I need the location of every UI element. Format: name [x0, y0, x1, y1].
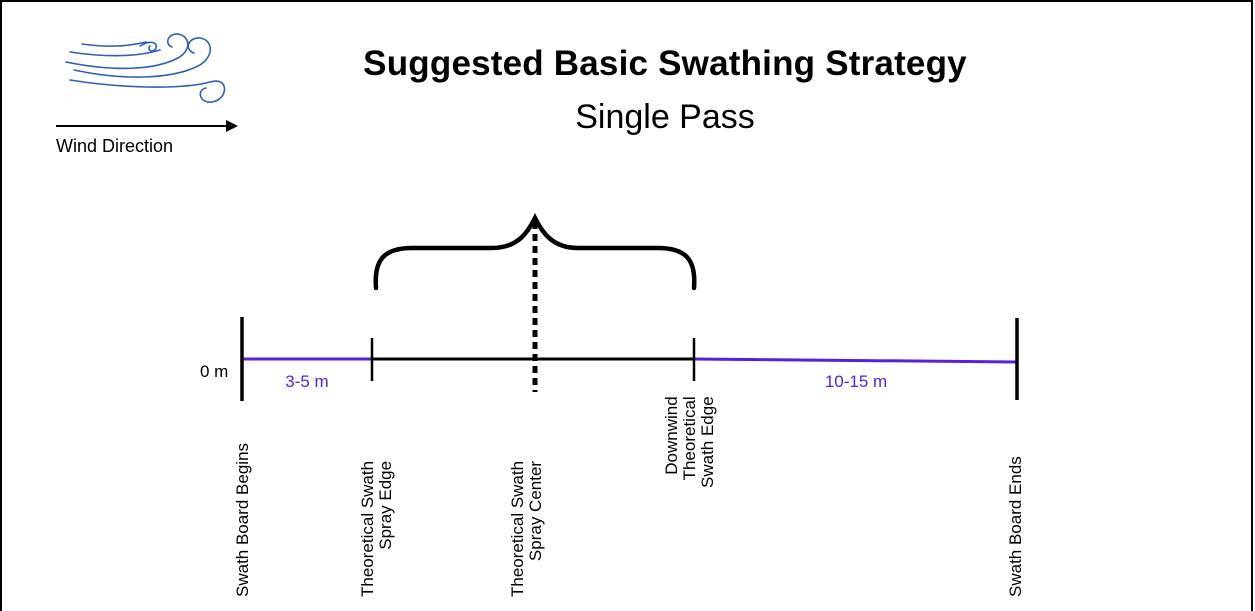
upwind-distance-label: 3-5 m — [285, 372, 329, 391]
downwind-distance-label: 10-15 m — [824, 372, 888, 391]
spray-center-label: Theoretical Swath Spray Center — [508, 460, 545, 597]
downwind-distance-line — [693, 357, 1018, 364]
swath-brace — [373, 212, 697, 291]
wind-direction-label: Wind Direction — [56, 136, 174, 156]
diagram-title: Suggested Basic Swathing Strategy — [363, 44, 967, 83]
origin-label: 0 m — [200, 362, 229, 381]
swath-board-begins-label: Swath Board Begins — [233, 442, 252, 597]
downwind-edge-label: Downwind Theoretical Swath Edge — [662, 396, 717, 488]
spray-edge-label: Theoretical Swath Spray Edge — [358, 460, 395, 597]
wind-direction-arrow — [56, 120, 238, 132]
diagram-subtitle: Single Pass — [575, 98, 755, 136]
swath-board-ends-label: Swath Board Ends — [1006, 456, 1025, 597]
wind-icon — [65, 33, 226, 103]
